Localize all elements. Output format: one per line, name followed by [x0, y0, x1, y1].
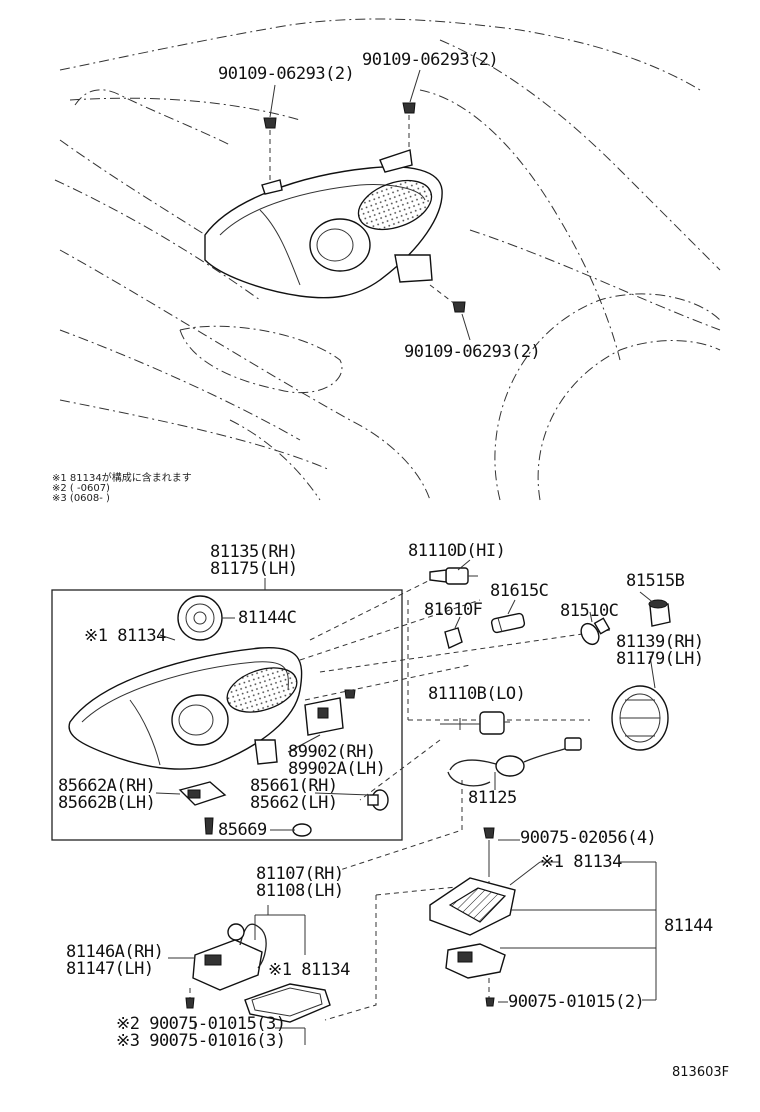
label-bolt-left[interactable]: 90109-06293(2)	[218, 64, 355, 84]
label-90075-01015-right[interactable]: 90075-01015(2)	[508, 992, 645, 1012]
label-81134-ref-2[interactable]: ※1 81134	[540, 852, 622, 872]
cover-81139-drawing	[611, 685, 669, 751]
label-90075-01016-left[interactable]: ※3 90075-01016(3)	[116, 1031, 286, 1051]
label-85662-lh[interactable]: 85662(LH)	[250, 793, 338, 813]
bulb-81610f-drawing	[444, 627, 463, 649]
car-body-outline	[54, 18, 721, 501]
ballast-81144-drawing	[429, 827, 516, 1007]
ballast-81107-drawing	[185, 923, 267, 1009]
label-85662a-rh[interactable]: 85662A(RH)	[58, 776, 156, 796]
label-81144c[interactable]: 81144C	[238, 608, 297, 628]
notes-block: ※1 81134が構成に含まれます ※2 ( -0607) ※3 (0608- …	[52, 474, 192, 504]
label-81139-group[interactable]: 81139(RH) 81179(LH)	[616, 634, 704, 668]
note-1: ※1 81134が構成に含まれます	[52, 473, 192, 484]
cap-81144c-drawing	[177, 595, 235, 641]
harness-81125-drawing	[447, 737, 582, 787]
label-81175-lh[interactable]: 81175(LH)	[210, 559, 298, 579]
label-81515b[interactable]: 81515B	[626, 571, 685, 591]
label-bolt-bottom[interactable]: 90109-06293(2)	[404, 342, 541, 362]
bracket-81107	[168, 905, 306, 1045]
label-bolt-right[interactable]: 90109-06293(2)	[362, 50, 499, 70]
bolt-group-top	[263, 69, 471, 341]
label-90075-02056[interactable]: 90075-02056(4)	[520, 828, 657, 848]
label-81139-rh[interactable]: 81139(RH)	[616, 632, 704, 652]
label-81615c[interactable]: 81615C	[490, 581, 549, 601]
socket-85662-drawing	[178, 781, 227, 835]
socket-81515b-drawing	[648, 599, 671, 627]
bulb-81110d-drawing	[429, 567, 478, 585]
label-85662b-lh[interactable]: 85662B(LH)	[58, 793, 156, 813]
label-85661-group[interactable]: 85661(RH) 85662(LH)	[250, 778, 338, 812]
label-81146a-group[interactable]: 81146A(RH) 81147(LH)	[66, 942, 164, 979]
figure-id: 813603F	[672, 1065, 730, 1080]
bracket-81144	[498, 839, 657, 1003]
label-81108-lh[interactable]: 81108(LH)	[256, 881, 344, 901]
label-89902-rh[interactable]: 89902(RH)	[288, 742, 376, 762]
label-81110d[interactable]: 81110D(HI)	[408, 541, 506, 561]
label-81110b[interactable]: 81110B(LO)	[428, 684, 526, 704]
label-81125[interactable]: 81125	[468, 788, 517, 808]
label-81144[interactable]: 81144	[664, 916, 713, 936]
label-89902-group[interactable]: 89902(RH) 89902A(LH)	[288, 742, 386, 779]
note-3: ※3 (0608- )	[52, 493, 110, 504]
label-85669[interactable]: 85669	[218, 820, 267, 840]
bulb-81615c-drawing	[490, 612, 526, 634]
label-81135-rh[interactable]: 81135(RH)	[210, 542, 298, 562]
headlamp-top-illustration	[204, 149, 443, 299]
headlamp-assembly-drawing	[68, 646, 303, 770]
label-81179-lh[interactable]: 81179(LH)	[616, 649, 704, 669]
label-85661-rh[interactable]: 85661(RH)	[250, 776, 338, 796]
label-90075-bolt-group[interactable]: ※2 90075-01015(3) ※3 90075-01016(3)	[116, 1016, 286, 1050]
label-81146a-rh[interactable]: 81146A(RH)	[66, 942, 164, 962]
label-90075-01015-left[interactable]: ※2 90075-01015(3)	[116, 1014, 286, 1034]
gasket-81134-drawing	[244, 983, 331, 1023]
bulb-81110b-drawing	[440, 711, 510, 735]
label-81107-group[interactable]: 81107(RH) 81108(LH)	[256, 866, 344, 900]
label-81107-rh[interactable]: 81107(RH)	[256, 864, 344, 884]
label-assembly[interactable]: 81135(RH) 81175(LH)	[210, 544, 298, 578]
label-81510c[interactable]: 81510C	[560, 601, 619, 621]
side-bulb-85661-drawing	[292, 789, 389, 837]
note-2: ※2 ( -0607)	[52, 483, 110, 494]
label-81610f[interactable]: 81610F	[424, 600, 483, 620]
label-81147-lh[interactable]: 81147(LH)	[66, 959, 154, 979]
bulb-81510c-drawing	[580, 617, 611, 646]
label-85662a-group[interactable]: 85662A(RH) 85662B(LH)	[58, 776, 156, 813]
label-89902a-lh[interactable]: 89902A(LH)	[288, 759, 386, 779]
assembly-frame	[51, 589, 403, 841]
label-81134-ref-3[interactable]: ※1 81134	[268, 960, 350, 980]
label-leader-lines	[155, 559, 656, 886]
label-81134-ref-1[interactable]: ※1 81134	[84, 626, 166, 646]
